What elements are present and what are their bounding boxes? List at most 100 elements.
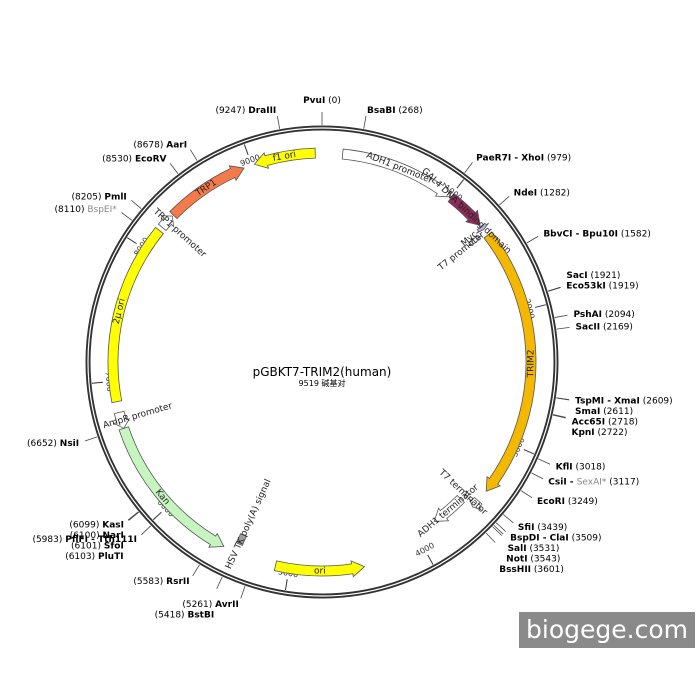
restriction-sites: PvuI (0)BsaBI (268)PaeR7I - XhoI (979)Nd…: [27, 96, 673, 621]
site-label-eco53ki: Eco53kI (1919): [566, 281, 638, 291]
tick-mark-1000: [456, 179, 465, 189]
plasmid-backbone: [85, 125, 559, 599]
site-name: BspDI - ClaI: [510, 533, 569, 543]
site-tick-bsabi: [363, 115, 367, 129]
feature-ampr-promoter: [112, 410, 131, 429]
site-position: (1921): [590, 271, 620, 281]
site-name: PmlI: [104, 192, 126, 202]
site-label-pmli: (8205) PmlI: [72, 192, 127, 202]
site-name: BbvCI - Bpu10I: [543, 229, 618, 239]
tick-mark-8000: [127, 237, 137, 245]
site-name: KpnI: [571, 428, 594, 438]
site-position: (5418): [155, 611, 185, 621]
tick-mark-3000: [523, 449, 535, 455]
feature-label-ori: ori: [314, 566, 326, 576]
feature-adh1-promoter: [341, 148, 451, 198]
site-name: SmaI: [575, 407, 600, 417]
site-label-sacii: SacII (2169): [576, 323, 633, 333]
site-tick-draiii: [276, 115, 281, 129]
site-tick-saci: [548, 287, 561, 292]
site-label-bspdi-clai: BspDI - ClaI (3509): [510, 533, 601, 543]
site-tick-pmli: [131, 199, 142, 209]
site-name: SfoI: [104, 541, 124, 551]
plasmid-size: 9519 碱基对: [299, 378, 346, 388]
feature-trp1-promoter: [157, 215, 175, 232]
tick-mark-7000: [91, 381, 103, 384]
site-name: NsiI: [60, 439, 79, 449]
site-name: PflFI - Tth111I: [65, 535, 137, 545]
site-position: (2609): [643, 397, 673, 407]
site-name: BsaBI: [367, 106, 396, 116]
site-name: SalI: [508, 544, 527, 554]
site-tick-acc65i: [553, 414, 566, 418]
site-label-acc65i: Acc65I (2718): [572, 418, 638, 428]
site-tick-nsii: [84, 436, 98, 442]
site-label-kasi: (6099) KasI: [69, 520, 124, 530]
site-name: BspEI*: [87, 205, 117, 215]
site-position: (3543): [530, 554, 560, 564]
site-label-avrii: (5261) AvrII: [182, 600, 238, 610]
feature-t7-terminator: [468, 496, 483, 510]
site-name: Eco53kI: [566, 281, 606, 291]
site-tick-bbvci-bpu10i: [526, 236, 539, 244]
site-name: SacII: [576, 323, 601, 333]
site-position: (3509): [572, 533, 602, 543]
site-tick-aari: [189, 149, 198, 161]
site-position: (6101): [71, 541, 101, 551]
tick-mark-9000: [243, 144, 249, 155]
site-tick-ecorv: [169, 163, 179, 174]
site-label-ecorv: (8530) EcoRV: [102, 155, 166, 165]
site-name: KasI: [102, 520, 124, 530]
site-name: PshAI: [573, 310, 602, 320]
site-position: (6103): [65, 552, 95, 562]
tick-label-4000: 4000: [414, 541, 436, 559]
site-position: (2094): [605, 310, 635, 320]
site-label-bspei: (8110) BspEI*: [55, 205, 118, 215]
site-tick-kfli: [538, 458, 551, 465]
site-position: (2722): [598, 428, 628, 438]
feature-label-f1-ori: f1 ori: [272, 150, 297, 164]
site-label-sfoi: (6101) SfoI: [71, 541, 124, 551]
site-position: (5583): [133, 577, 163, 587]
feature-label-2-ori: 2μ ori: [112, 298, 128, 326]
site-label-paer7i-xhoi: PaeR7I - XhoI (979): [476, 154, 571, 164]
site-name: PluTI: [98, 552, 124, 562]
feature-ori: [273, 560, 366, 578]
site-label-nari: (6100) NarI: [70, 531, 124, 541]
site-name: DraIII: [248, 106, 276, 116]
site-label-rsrii: (5583) RsrII: [133, 577, 189, 587]
site-position: (3439): [537, 523, 567, 533]
site-label-kpni: KpnI (2722): [571, 428, 627, 438]
site-tick-pflfi-tth111i: [141, 525, 152, 536]
site-position: (3601): [534, 565, 564, 575]
site-label-bstbi: (5418) BstBI: [155, 611, 215, 621]
site-position: (8678): [133, 140, 163, 150]
feature-trp1: [169, 165, 245, 220]
site-position: (2718): [608, 418, 638, 428]
site-tick-sali: [493, 524, 504, 535]
site-tick-csii-sexai: [531, 472, 544, 480]
site-position: (8530): [102, 155, 132, 165]
site-name: RsrII: [166, 577, 189, 587]
site-name: NdeI: [514, 188, 537, 198]
feature-kan: [118, 426, 225, 548]
site-name: TspMI - XmaI: [575, 397, 640, 407]
site-label-csii-sexai: CsiI - SexAI* (3117): [548, 478, 639, 488]
feature-label-trp1: TRP1: [193, 178, 218, 200]
site-name: CsiI -: [548, 478, 576, 488]
site-label-aari: (8678) AarI: [133, 140, 187, 150]
site-label-tspmi-xmai: TspMI - XmaI (2609): [575, 397, 673, 407]
site-position: (6652): [27, 439, 57, 449]
feature-t7-promoter: [468, 235, 482, 247]
site-position: (6099): [69, 520, 99, 530]
site-tick-bspei: [121, 212, 133, 221]
feature-myc: [476, 222, 489, 234]
feature-arrows: [107, 147, 537, 578]
site-name: KflI: [556, 463, 573, 473]
site-position: (3018): [575, 463, 605, 473]
site-label-smai: SmaI (2611): [575, 407, 633, 417]
site-label-draiii: (9247) DraIII: [215, 106, 276, 116]
site-label-sali: SalI (3531): [508, 544, 560, 554]
site-label-bbvci-bpu10i: BbvCI - Bpu10I (1582): [543, 229, 651, 239]
